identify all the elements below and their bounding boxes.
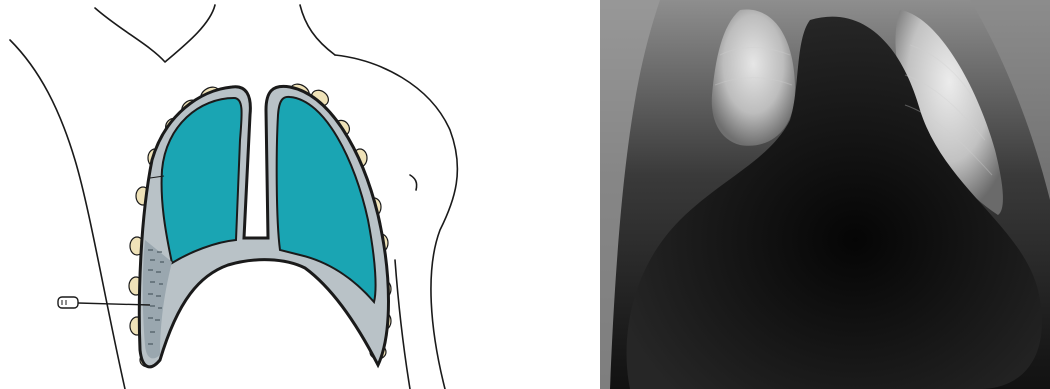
chest-xray-image-icon bbox=[600, 0, 1050, 389]
syringe-icon bbox=[58, 297, 78, 308]
chest-lungs-illustration-icon bbox=[0, 0, 560, 389]
neck-right-line bbox=[300, 5, 335, 55]
armpit-line bbox=[410, 175, 417, 190]
right-side-line bbox=[395, 260, 410, 389]
chest-illustration-panel bbox=[0, 0, 560, 389]
neck-line bbox=[95, 5, 215, 62]
left-arm-line bbox=[10, 40, 125, 389]
chest-xray-panel bbox=[600, 0, 1050, 389]
